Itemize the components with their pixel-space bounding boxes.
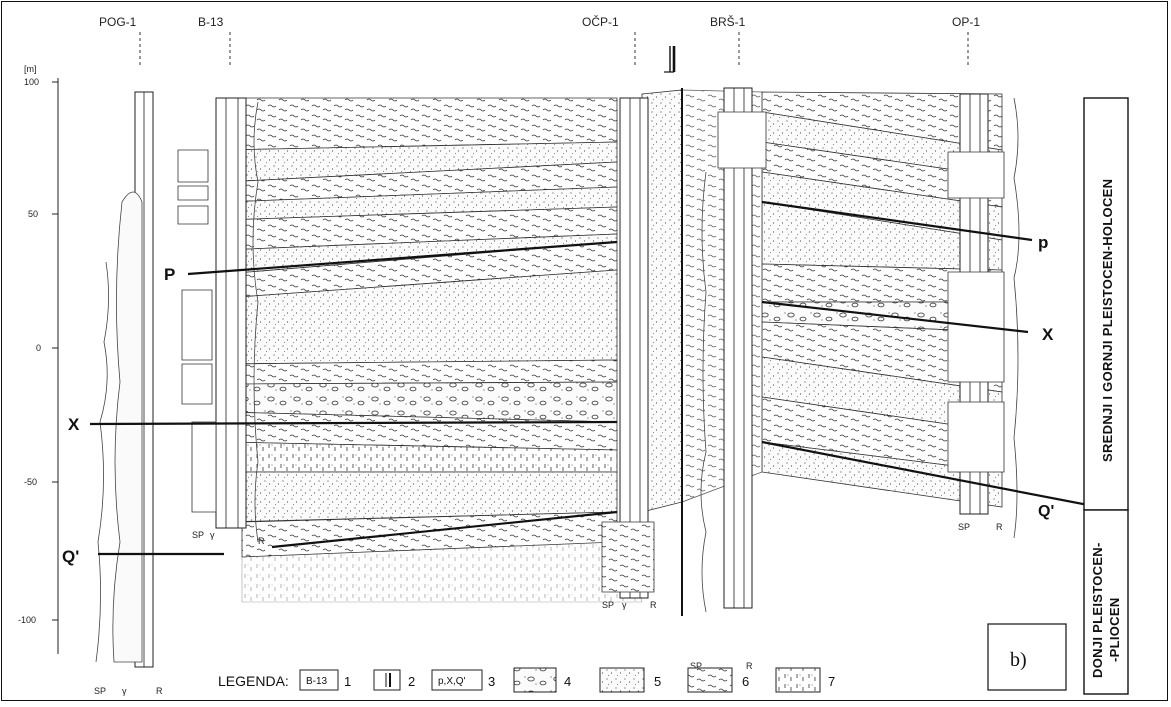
- legend-item-2-number: 2: [408, 674, 415, 689]
- panel-label-box: b): [987, 623, 1067, 691]
- depth-tick-50: 50: [28, 209, 38, 219]
- correlation-horizons: [89, 200, 1115, 556]
- log-label-ocp-gamma: γ: [622, 600, 627, 610]
- horizon-p-left: [187, 240, 618, 276]
- legend-item-1: B-13 1: [299, 669, 351, 691]
- log-label-b13-r: R: [258, 536, 265, 546]
- depth-tick-0: 0: [36, 343, 41, 353]
- depth-tick-100: 100: [24, 77, 39, 87]
- legend-item-7-number: 7: [828, 674, 835, 689]
- well-name-b-13: B-13: [198, 15, 224, 29]
- strat-lower-label-line1: DONJI PLEISTOCEN-: [1090, 542, 1105, 678]
- legend-item-6-number: 6: [742, 674, 749, 689]
- log-label-ocp-sp: SP: [602, 600, 614, 610]
- log-labels: SP γ R SP γ R SP γ R SP R SP R: [94, 522, 1003, 696]
- stratigraphic-column: SREDNJI I GORNJI PLEISTOCEN-HOLOCEN DONJ…: [1083, 97, 1129, 695]
- horizon-label-x-left: X: [68, 415, 80, 434]
- legend-item-6: 6: [687, 667, 749, 693]
- legend-item-3-symbol: p,X,Q': [438, 676, 466, 687]
- log-label-pog-sp: SP: [94, 686, 106, 696]
- left-block-lithology: [223, 97, 643, 603]
- legend: LEGENDA: B-13 1 2 p,X,Q' 3 4 5 6: [218, 667, 835, 693]
- legend-item-4: 4: [513, 667, 571, 693]
- legend-item-5-number: 5: [654, 674, 661, 689]
- log-label-ocp-r: R: [650, 600, 657, 610]
- log-label-b13-gamma: γ: [210, 530, 215, 540]
- horizon-q-mid: [271, 510, 618, 549]
- horizon-x-right: [761, 300, 1029, 334]
- log-label-b13-sp: SP: [192, 530, 204, 540]
- well-name-op-1: OP-1: [952, 15, 980, 29]
- well-name-pog-1: POG-1: [99, 15, 137, 29]
- horizon-labels: P X Q' p X Q': [62, 233, 1054, 566]
- legend-item-2: 2: [373, 669, 415, 691]
- horizon-p-right: [761, 200, 1033, 242]
- legend-item-1-symbol: B-13: [306, 676, 328, 687]
- log-label-pog-gamma: γ: [122, 686, 127, 696]
- legend-item-5: 5: [599, 667, 661, 693]
- depth-tick-minus-50: -50: [24, 477, 37, 487]
- legend-item-3-number: 3: [488, 674, 495, 689]
- log-label-pog-r: R: [156, 686, 163, 696]
- log-label-op-r: R: [996, 522, 1003, 532]
- horizon-label-p-left: P: [164, 265, 175, 284]
- log-label-brs-r: R: [746, 661, 753, 671]
- legend-item-7: 7: [775, 667, 835, 693]
- right-block-lithology: [761, 91, 1003, 508]
- well-headers: POG-1 B-13 OČP-1 BRŠ-1 OP-1: [99, 14, 980, 73]
- horizon-q-right: [761, 440, 1115, 512]
- legend-item-3: p,X,Q' 3: [431, 669, 495, 691]
- horizon-label-q-left: Q': [62, 547, 79, 566]
- panel-label: b): [1010, 649, 1027, 671]
- legend-item-4-number: 4: [564, 674, 571, 689]
- horizon-label-p-right: p: [1038, 233, 1048, 252]
- horizon-label-x-right: X: [1042, 325, 1054, 344]
- well-columns: [95, 87, 1020, 668]
- horizon-label-q-right: Q': [1038, 503, 1054, 520]
- log-label-brs-sp: SP: [690, 661, 702, 671]
- depth-unit-label: [m]: [24, 64, 37, 74]
- legend-title: LEGENDA:: [218, 673, 289, 689]
- strat-lower-label-line2: -PLIOCEN: [1107, 597, 1122, 662]
- legend-item-1-number: 1: [344, 674, 351, 689]
- strat-upper-label: SREDNJI I GORNJI PLEISTOCEN-HOLOCEN: [1100, 179, 1115, 462]
- well-name-ocp-1: OČP-1: [582, 14, 619, 29]
- horizon-x-left: [89, 420, 618, 426]
- well-name-brs-1: BRŠ-1: [710, 14, 746, 29]
- depth-axis: [m] 100 50 0 -50 -100: [18, 64, 59, 654]
- fault-symbol-icon: [664, 46, 676, 73]
- depth-tick-minus-100: -100: [18, 615, 36, 625]
- log-label-op-sp: SP: [958, 522, 970, 532]
